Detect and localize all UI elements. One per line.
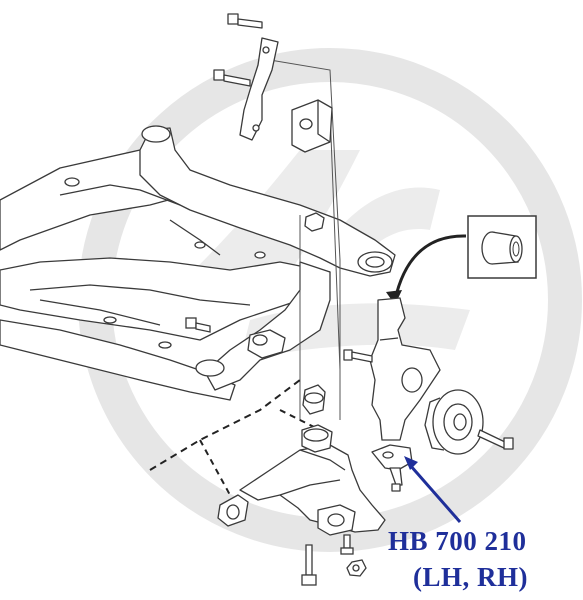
subframe <box>0 125 396 401</box>
steering-knuckle <box>343 297 514 455</box>
part-side-label: (LH, RH) <box>413 562 528 592</box>
bushing-block <box>291 99 333 153</box>
frame-bolt <box>185 317 211 333</box>
callout-arrow <box>404 456 462 523</box>
strut-nut <box>302 212 326 415</box>
inset-bushing-detail <box>386 215 537 305</box>
lower-control-arm <box>217 424 386 536</box>
ball-joint <box>371 444 413 492</box>
assembly-reference-lines <box>149 59 341 496</box>
lower-bolts <box>301 534 367 586</box>
part-number-label: HB 700 210 <box>388 526 527 556</box>
steering-bracket <box>213 13 279 141</box>
